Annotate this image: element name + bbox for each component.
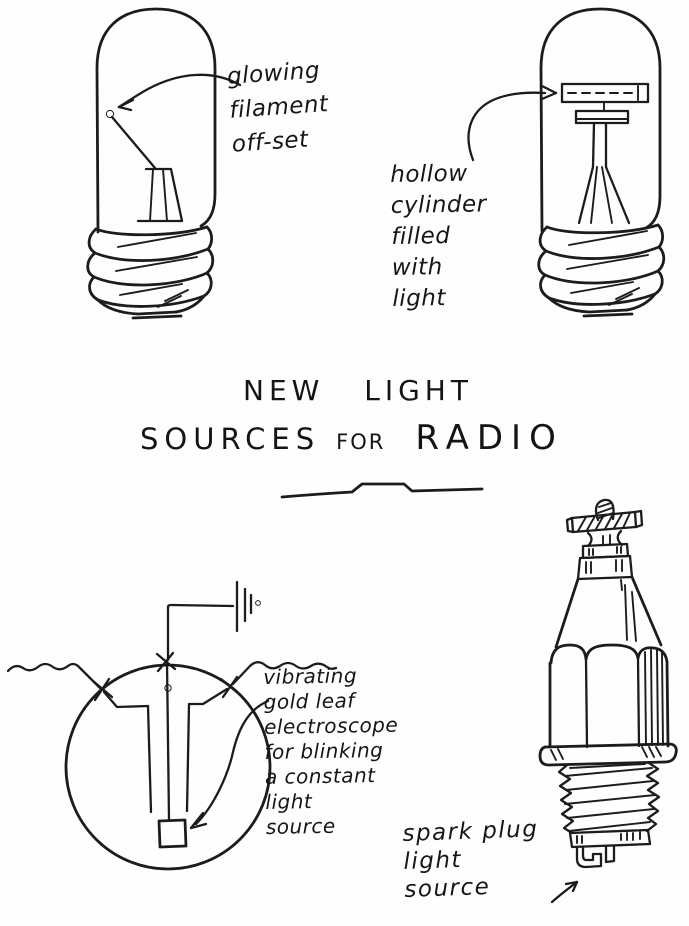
title-word-radio: RADIO: [415, 418, 564, 458]
hex-body: [548, 643, 670, 749]
glowing-filament-arrow-icon: [117, 73, 242, 112]
title-word-sources: SOURCES: [140, 422, 321, 456]
stem-tripod: [577, 165, 595, 225]
filament-dot: [105, 109, 115, 119]
terminal-bar: [565, 509, 644, 534]
hollow-cylinder-bulb-drawing: [537, 7, 666, 318]
page-title-line1: NEW LIGHT: [243, 374, 473, 407]
spark-plug-drawing: [538, 498, 678, 869]
title-word-for: FOR: [336, 430, 386, 454]
page-title-line2: SOURCES FOR RADIO: [140, 418, 564, 458]
stem-support: [136, 167, 184, 223]
bulb-glass-envelope: [95, 7, 217, 234]
insulator-cone: [554, 575, 663, 649]
spark-plug-arrow-icon: [550, 880, 579, 904]
electroscope-arrow-icon: [189, 699, 270, 830]
label-glowing-filament: glowing filament off-set: [226, 57, 330, 158]
filament-wire: [110, 115, 157, 170]
bulb-glass-envelope: [539, 7, 662, 233]
title-underline-squiggle: [280, 482, 484, 499]
screw-base: [537, 223, 666, 318]
gold-leaf-square: [157, 818, 188, 849]
gasket-flange: [538, 742, 678, 767]
insulator-ribs: [576, 542, 634, 581]
left-wire-squiggle: [6, 662, 103, 691]
right-wire-squiggle: [231, 661, 338, 686]
anode-plate: [574, 109, 630, 125]
label-hollow-cylinder: hollow cylinder filled with light: [390, 160, 487, 312]
hollow-cylinder-element: [560, 82, 650, 104]
offset-filament-bulb-drawing: [86, 7, 217, 320]
internal-electrodes: [102, 660, 229, 822]
label-electroscope: vibrating gold leaf electroscope for bli…: [263, 663, 399, 839]
screw-base: [86, 225, 215, 320]
thread-section: [557, 761, 661, 835]
ground-symbol: [166, 580, 261, 662]
shell-rim: [568, 828, 652, 849]
hollow-cylinder-arrow-icon: [467, 84, 558, 162]
electroscope-drawing: [6, 580, 338, 871]
label-spark-plug: spark plug light source: [402, 816, 539, 903]
spark-gap-electrodes: [575, 844, 616, 869]
